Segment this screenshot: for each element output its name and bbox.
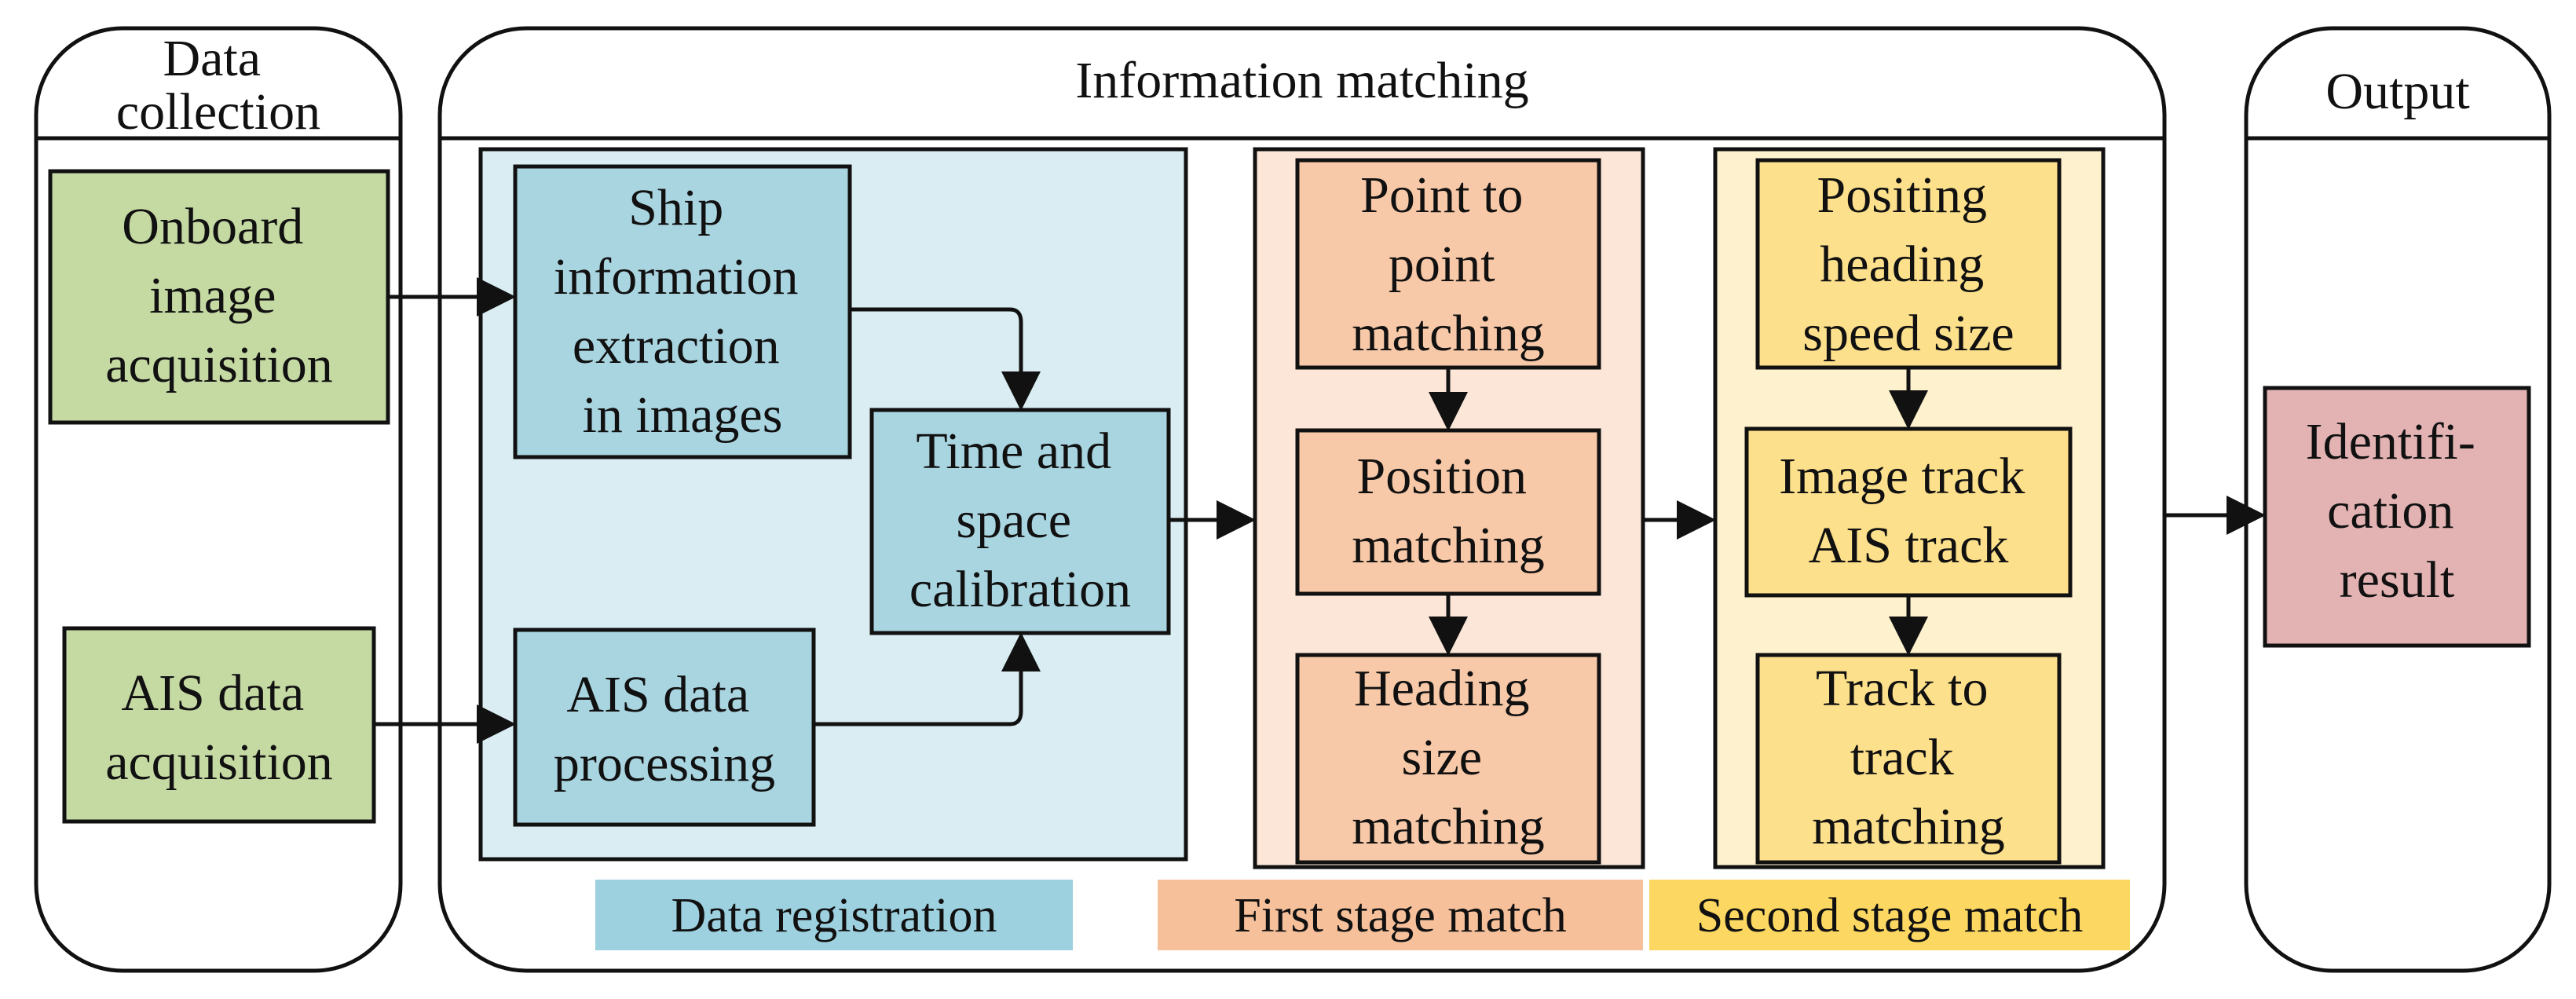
- second-stage-label: Second stage match: [1696, 889, 2083, 942]
- positing-heading-node: [1755, 158, 2062, 370]
- identification-result-node: [2263, 386, 2531, 648]
- data-registration-label: Data registration: [671, 889, 997, 942]
- data-collection-title: Data collection: [116, 30, 320, 141]
- ais-acquisition-node: [62, 626, 376, 824]
- ship-info-label: Ship information extraction in images: [554, 179, 811, 444]
- point-to-point-node: [1295, 158, 1601, 370]
- information-matching-title: Information matching: [1075, 52, 1528, 109]
- output-title: Output: [2325, 63, 2469, 120]
- first-stage-label-box: [1158, 880, 1643, 950]
- ais-acquisition-label: AIS data acquisition: [105, 664, 333, 791]
- image-ais-track-label: Image track AIS track: [1779, 448, 2038, 574]
- heading-size-label: Heading size matching: [1352, 660, 1545, 855]
- time-space-label: Time and space calibration: [909, 423, 1131, 618]
- arrows: [374, 277, 2266, 744]
- position-matching-label: Position matching: [1352, 448, 1545, 574]
- identification-result-label: Identifi- cation result: [2306, 413, 2489, 609]
- ship-info-node: [513, 164, 852, 459]
- point-to-point-label: Point to point matching: [1352, 166, 1545, 362]
- ais-processing-label: AIS data processing: [554, 666, 775, 792]
- track-to-track-node: [1755, 653, 2062, 865]
- arrow-ais-processing-to-time-space: [814, 632, 1041, 726]
- data-registration-label-box: [595, 880, 1073, 950]
- ais-processing-node: [513, 628, 816, 827]
- track-to-track-label: Track to track matching: [1812, 660, 2005, 855]
- first-stage-label: First stage match: [1234, 889, 1567, 942]
- positing-heading-label: Positing heading speed size: [1802, 166, 2014, 362]
- onboard-image-node: [48, 169, 390, 425]
- arrow-ship-info-to-time-space: [850, 307, 1041, 411]
- onboard-image-label: Onboard image acquisition: [105, 198, 333, 393]
- second-stage-label-box: [1649, 880, 2130, 950]
